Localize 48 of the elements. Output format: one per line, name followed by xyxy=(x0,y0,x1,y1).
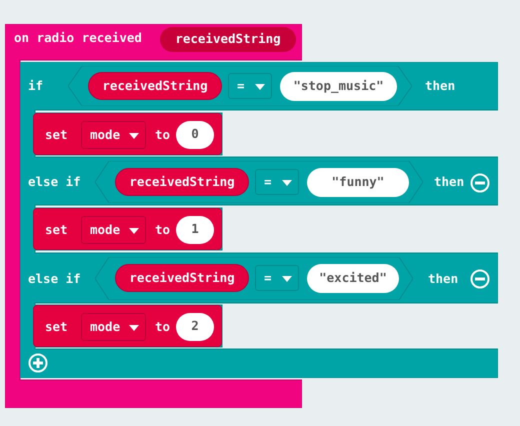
dropdown-value: mode xyxy=(90,127,120,143)
string-field xyxy=(280,72,397,101)
variable-name: receivedString xyxy=(175,30,281,46)
dropdown-value: mode xyxy=(90,319,120,335)
number-field xyxy=(176,216,214,244)
dropdown xyxy=(255,169,299,195)
variable-pill xyxy=(115,168,249,196)
block-keyword: then xyxy=(425,78,456,94)
dropdown xyxy=(81,216,146,244)
block-keyword: else if xyxy=(28,174,81,190)
block-keyword: if xyxy=(28,78,44,94)
set-block xyxy=(33,113,222,155)
number-value: 0 xyxy=(191,126,199,142)
dropdown xyxy=(228,73,272,99)
number-value: 2 xyxy=(191,318,199,334)
block-keyword: to xyxy=(155,127,170,143)
variable-name: receivedString xyxy=(102,78,208,94)
block-keyword: then xyxy=(434,174,464,190)
block-keyword: to xyxy=(155,319,170,335)
string-field xyxy=(307,168,409,197)
number-field xyxy=(176,121,214,149)
string-value: "excited" xyxy=(319,270,387,286)
block-keyword: set xyxy=(45,222,68,238)
dropdown xyxy=(81,313,146,341)
block-keyword: on radio received xyxy=(14,30,142,46)
number-field xyxy=(176,313,214,341)
variable-name: receivedString xyxy=(129,174,235,190)
variable-pill xyxy=(115,264,249,292)
dropdown xyxy=(255,265,299,291)
block-keyword: else if xyxy=(28,271,81,287)
number-value: 1 xyxy=(191,221,199,237)
variable-pill xyxy=(88,72,222,100)
block-keyword: set xyxy=(45,319,68,335)
string-value: "stop_music" xyxy=(293,78,384,94)
dropdown-value: = xyxy=(264,270,272,286)
parameter-pill xyxy=(160,27,296,52)
string-field xyxy=(307,264,399,293)
block-keyword: to xyxy=(155,222,170,238)
variable-name: receivedString xyxy=(129,270,235,286)
block-keyword: then xyxy=(428,271,458,287)
block-keyword: set xyxy=(45,127,68,143)
dropdown-value: = xyxy=(237,78,245,94)
set-block xyxy=(33,305,222,347)
dropdown-value: = xyxy=(264,174,272,190)
dropdown xyxy=(81,121,146,149)
set-block xyxy=(33,208,222,250)
string-value: "funny" xyxy=(332,174,384,190)
dropdown-value: mode xyxy=(90,222,120,238)
